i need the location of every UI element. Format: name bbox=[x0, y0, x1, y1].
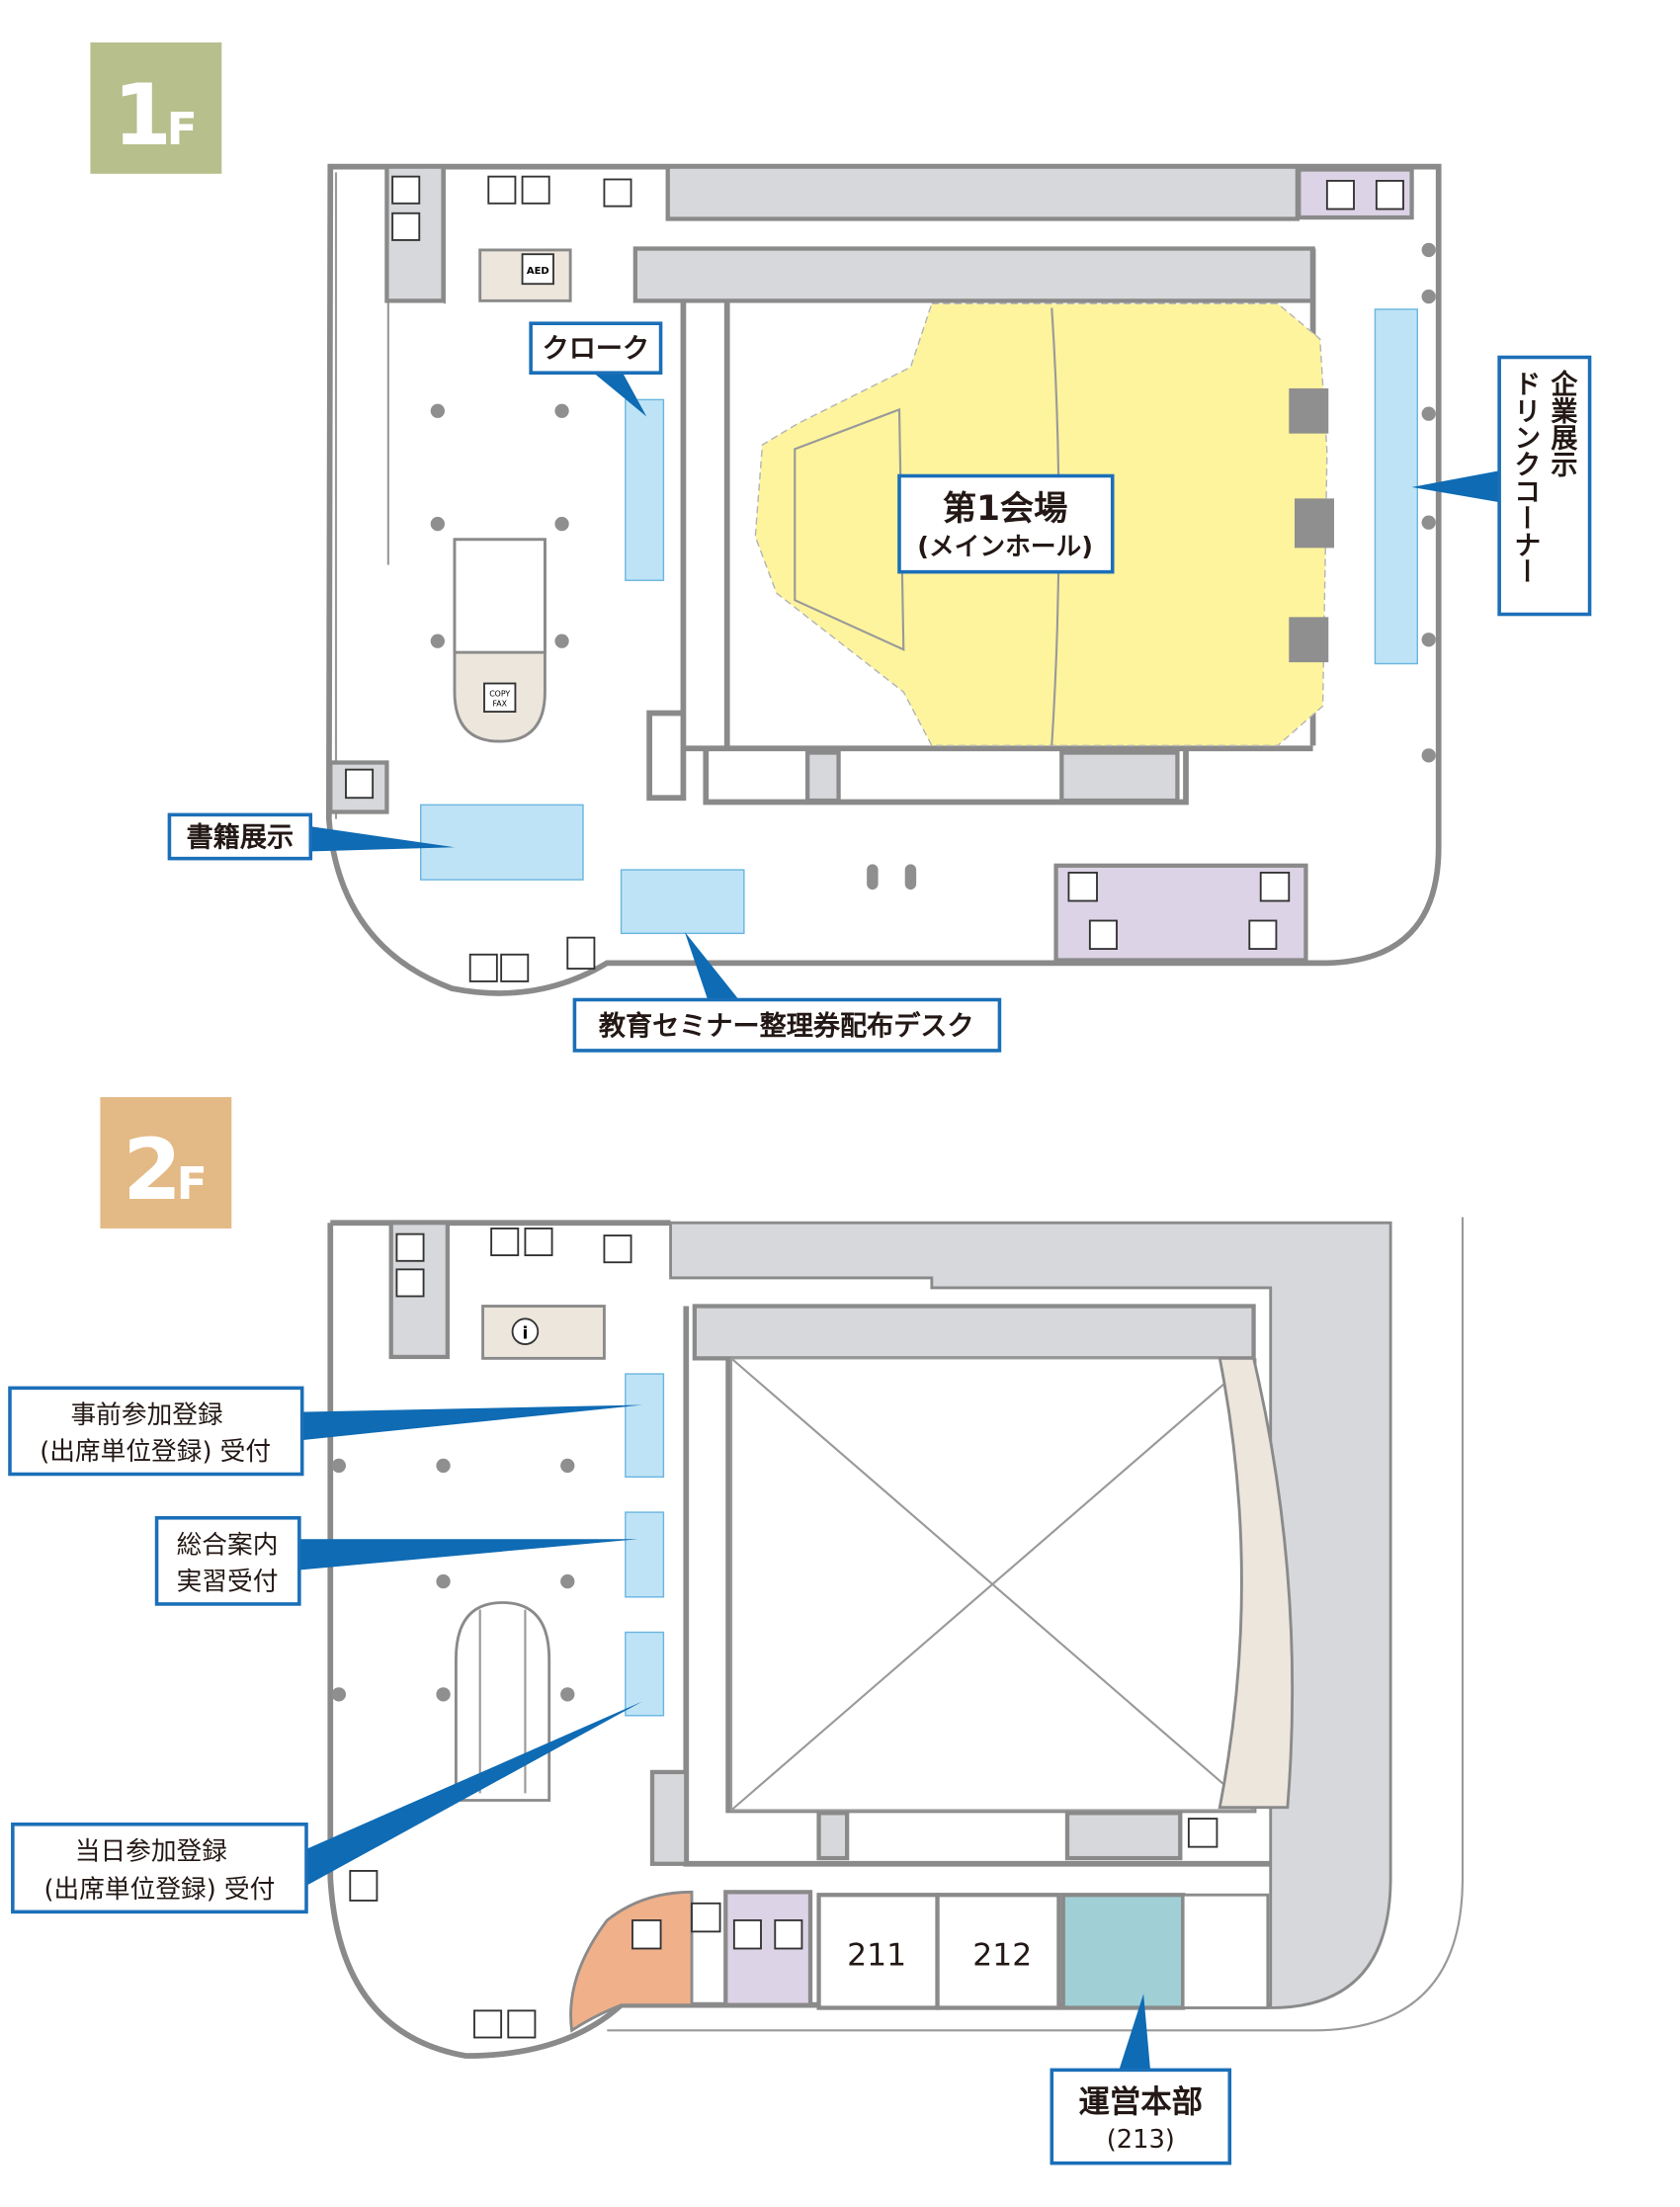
sameday-booth bbox=[625, 1631, 665, 1717]
svg-text:クローク: クローク bbox=[543, 334, 650, 365]
prereg-booth bbox=[625, 1373, 665, 1479]
floor-1-map: 1 F COPY bbox=[90, 42, 1592, 1053]
svg-text:ドリンクコーナー: ドリンクコーナー bbox=[1509, 370, 1540, 584]
floor-1-outline bbox=[325, 163, 1442, 996]
restroom-icons bbox=[1067, 179, 1404, 950]
svg-text:212: 212 bbox=[972, 1938, 1032, 1974]
balcony-band bbox=[1218, 1356, 1295, 1810]
seminar-desk-label: 教育セミナー整理券配布デスク bbox=[572, 997, 1002, 1053]
room-212: 212 bbox=[935, 1893, 1061, 2010]
phone-icon bbox=[349, 1870, 378, 1902]
svg-text:(213): (213) bbox=[1107, 2125, 1175, 2155]
badge-unit: F bbox=[177, 1157, 208, 1210]
floor-1-badge: 1 F bbox=[90, 42, 222, 174]
copy-fax-icon: COPY FAX bbox=[483, 682, 517, 713]
svg-text:企業展示: 企業展示 bbox=[1547, 369, 1578, 477]
phone-icon bbox=[566, 936, 596, 970]
room-213-hq bbox=[1060, 1893, 1186, 2010]
elevator-icons bbox=[391, 175, 632, 982]
elevator-icons-2f bbox=[395, 1228, 632, 2039]
svg-text:FAX: FAX bbox=[492, 699, 507, 708]
exhibit-label: 企業展示 ドリンクコーナー bbox=[1497, 355, 1592, 617]
svg-text:実習受付: 実習受付 bbox=[177, 1568, 279, 1597]
cloak-label: クローク bbox=[529, 321, 663, 375]
sameday-label: 当日参加登録 (出席単位登録) 受付 bbox=[11, 1822, 308, 1914]
prereg-label: 事前参加登録 (出席単位登録) 受付 bbox=[8, 1386, 304, 1477]
badge-unit: F bbox=[167, 103, 198, 155]
outer-gray-band bbox=[669, 1221, 1392, 2009]
svg-text:(出席単位登録) 受付: (出席単位登録) 受付 bbox=[43, 1875, 275, 1905]
info-icon bbox=[511, 1317, 540, 1345]
floor-2-badge: 2 F bbox=[100, 1097, 232, 1229]
svg-text:事前参加登録: 事前参加登録 bbox=[70, 1401, 223, 1430]
info-booth bbox=[625, 1511, 665, 1598]
books-booth bbox=[420, 804, 584, 881]
vending-icon bbox=[1187, 1818, 1218, 1848]
corridor-block bbox=[665, 164, 1300, 221]
cloak-booth bbox=[625, 398, 665, 581]
svg-text:第1会場: 第1会場 bbox=[943, 489, 1068, 529]
room-211: 211 bbox=[816, 1893, 940, 2010]
svg-text:運営本部: 運営本部 bbox=[1078, 2084, 1203, 2120]
smoking-icon bbox=[345, 768, 375, 800]
svg-text:教育セミナー整理券配布デスク: 教育セミナー整理券配布デスク bbox=[599, 1010, 974, 1042]
lobby-columns-2f bbox=[331, 1458, 575, 1702]
svg-text:当日参加登録: 当日参加登録 bbox=[75, 1837, 228, 1867]
svg-text:COPY: COPY bbox=[489, 689, 510, 698]
badge-number: 1 bbox=[113, 66, 172, 165]
aed-icon: AED bbox=[521, 253, 554, 286]
hall-label: 第1会場 (メインホール) bbox=[897, 473, 1115, 574]
lobby-columns bbox=[430, 242, 1436, 891]
books-label: 書籍展示 bbox=[167, 812, 313, 861]
svg-text:i: i bbox=[522, 1323, 528, 1343]
svg-text:AED: AED bbox=[527, 266, 549, 277]
badge-number: 2 bbox=[123, 1121, 182, 1220]
cafe bbox=[569, 1890, 694, 2033]
svg-text:(出席単位登録) 受付: (出席単位登録) 受付 bbox=[40, 1437, 271, 1467]
accessible-restroom-icon bbox=[691, 1902, 721, 1933]
info-label: 総合案内 実習受付 bbox=[154, 1515, 301, 1606]
svg-text:書籍展示: 書籍展示 bbox=[187, 821, 294, 853]
cafe-icon bbox=[631, 1918, 662, 1950]
svg-text:(メインホール): (メインホール) bbox=[917, 533, 1093, 562]
hq-label: 運営本部 (213) bbox=[1050, 2068, 1232, 2165]
seminar-desk-booth bbox=[620, 869, 745, 935]
exhibit-booth bbox=[1374, 308, 1418, 665]
svg-text:211: 211 bbox=[847, 1938, 906, 1974]
floor-2-map: 2 F i 211 bbox=[8, 1097, 1465, 2165]
svg-text:総合案内: 総合案内 bbox=[177, 1531, 279, 1561]
